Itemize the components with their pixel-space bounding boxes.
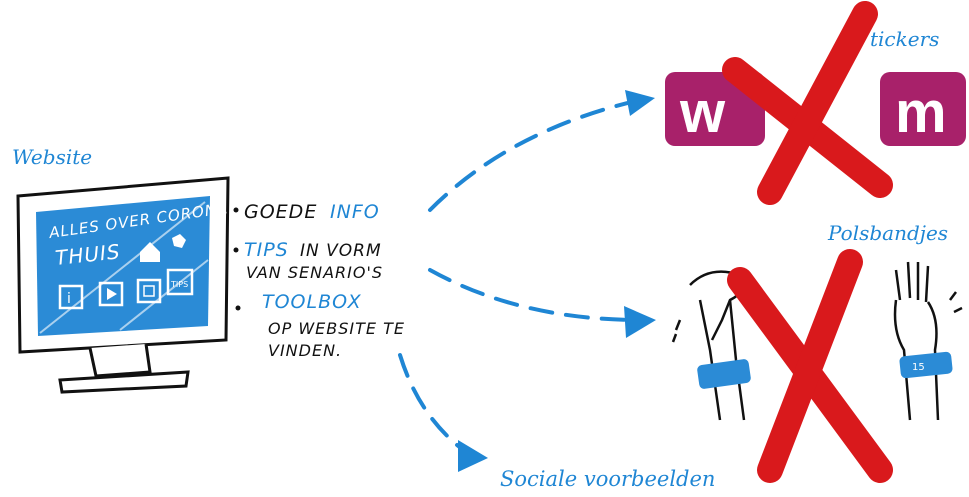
bullet-2-text: IN VORM [300,241,382,261]
website-label: Website [12,145,92,169]
house-icon [140,242,160,262]
bullet-3-line2: OP WEBSITE TE [268,319,405,338]
box-tile-icon [136,278,162,304]
arrowhead-sociale [458,440,488,472]
bullet-1-text: GOEDE [244,201,317,223]
info-tile-icon [58,284,84,310]
wristband-left [697,359,751,389]
bullet-3-accent: TOOLBOX [262,291,362,313]
wrist-right-illustration [893,261,963,421]
bullet-2-line2: VAN SENARIO'S [246,263,383,282]
arrow-to-sociale [398,353,472,457]
bullet-list: GOEDE INFO TIPS IN VORM VAN SENARIO'S TO… [233,201,405,360]
virus-icon [172,234,186,248]
bullet-2-accent: TIPS [244,239,289,261]
tips-tile-label: TIPS [170,280,188,289]
cross-stickers-icon [722,1,893,205]
monitor-illustration: i TIPS ALLES OVER CORONA THUIS [16,176,230,394]
sticker-letter-left: w [679,80,726,145]
stickers-label: tickers [870,27,939,51]
arrowhead-stickers [625,90,655,116]
wristband-right-text: 15 [912,362,925,373]
bullet-3-line3: VINDEN. [268,341,342,360]
cross-polsbandjes-icon [727,249,893,483]
bullet-1-accent: INFO [330,201,380,223]
arrow-to-polsbandjes [428,268,642,322]
wrist-left-illustration [671,270,746,421]
sticker-letter-right: m [895,80,947,145]
sociale-label: Sociale voorbeelden [500,467,715,491]
svg-text:i: i [67,291,71,307]
tips-tile-icon [166,268,194,296]
wristband-right [899,351,953,379]
play-tile-icon [98,281,124,307]
arrow-to-stickers [428,98,642,212]
arrowhead-polsbandjes [624,306,656,338]
polsbandjes-label: Polsbandjes [827,221,948,245]
